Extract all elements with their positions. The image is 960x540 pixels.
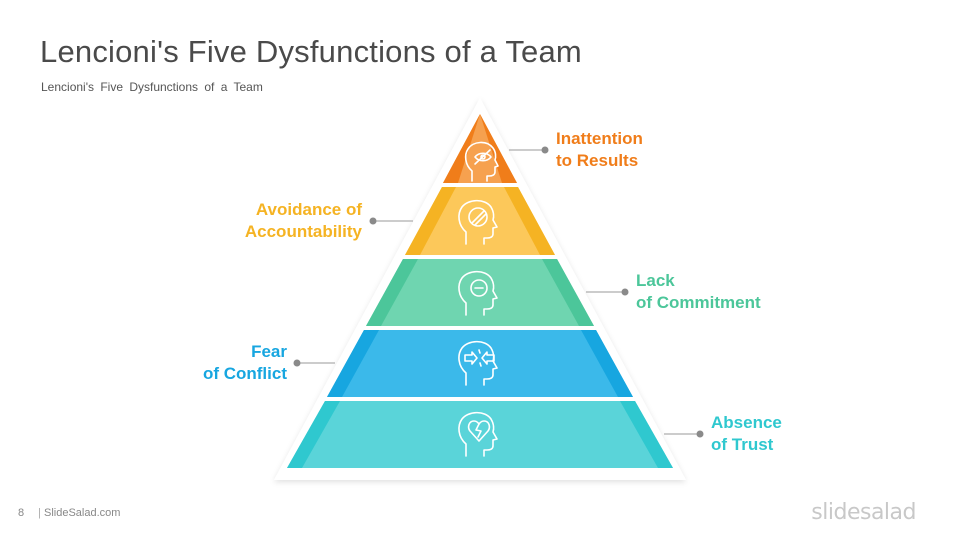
connector-fear <box>293 359 335 367</box>
label-absence: Absence of Trust <box>711 412 782 456</box>
label-lack-line1: Lack <box>636 271 675 290</box>
label-inattention: Inattention to Results <box>556 128 643 172</box>
brand-logo: slidesalad <box>811 500 916 525</box>
label-lack: Lack of Commitment <box>636 270 761 314</box>
label-absence-line2: of Trust <box>711 435 774 454</box>
page-number: 8 <box>18 507 25 519</box>
page-title: Lencioni's Five Dysfunctions of a Team <box>40 34 582 69</box>
label-avoidance: Avoidance of Accountability <box>245 199 362 243</box>
label-avoidance-line1: Avoidance of <box>255 200 362 219</box>
connector-avoidance <box>369 217 413 225</box>
head-minus-icon <box>458 270 498 316</box>
connector-lack <box>586 288 629 296</box>
head-broken-heart-icon <box>458 411 498 457</box>
pyramid-tier-lack <box>366 259 594 326</box>
head-arrows-icon <box>458 340 498 386</box>
page-subtitle: Lencioni's Five Dysfunctions of a Team <box>41 80 263 94</box>
footer-separator: | <box>38 507 41 519</box>
head-eye-slash-icon <box>464 141 499 182</box>
connector-inattention <box>509 146 549 154</box>
label-fear: Fear of Conflict <box>203 341 287 385</box>
label-fear-line1: Fear <box>251 342 287 361</box>
footer-site-link[interactable]: SlideSalad.com <box>44 507 121 519</box>
connector-absence <box>664 430 704 438</box>
label-inattention-line1: Inattention <box>556 129 643 148</box>
label-absence-line1: Absence <box>711 413 782 432</box>
label-avoidance-line2: Accountability <box>244 222 362 241</box>
label-fear-line2: of Conflict <box>202 364 287 383</box>
label-inattention-line2: to Results <box>556 151 639 170</box>
label-lack-line2: of Commitment <box>636 293 761 312</box>
head-prohibited-icon <box>458 199 498 245</box>
